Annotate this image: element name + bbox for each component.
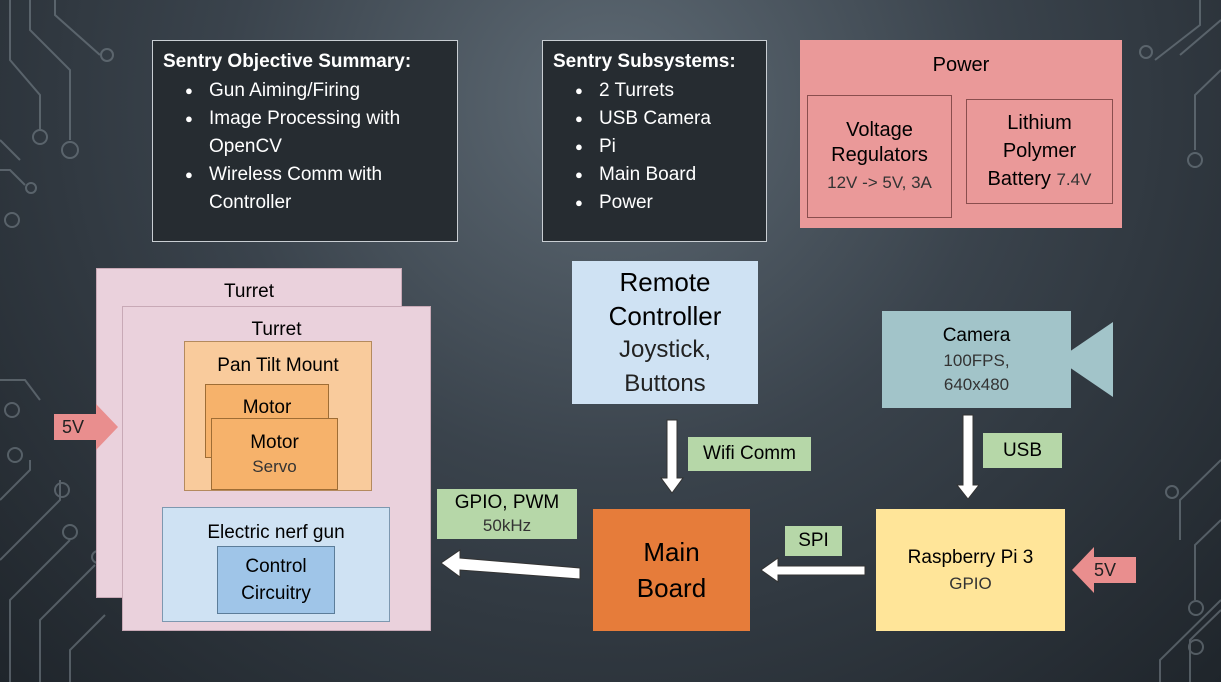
subsystem-item: Pi (575, 133, 766, 161)
gpio-pwm-label: GPIO, PWM 50kHz (437, 489, 577, 539)
camera-spec-fps: 100FPS, (943, 350, 1010, 370)
main-board-box: Main Board (593, 509, 750, 631)
pan-tilt-label: Pan Tilt Mount (217, 355, 339, 376)
control-label: Control Circuitry (241, 556, 311, 604)
subsystems-title: Sentry Subsystems: (553, 51, 736, 72)
spi-label: SPI (785, 526, 842, 556)
subsystem-item: Power (575, 189, 766, 217)
subsystem-item: 2 Turrets (575, 77, 766, 105)
gpio-title: GPIO, PWM (454, 492, 560, 513)
camera-lens-icon (1069, 322, 1113, 397)
subsystem-item: USB Camera (575, 105, 766, 133)
turret-back-label: Turret (224, 281, 274, 302)
power-input-right: 5V (1072, 547, 1136, 593)
regulators-spec: 12V -> 5V, 3A (827, 173, 932, 192)
regulators-title: Voltage Regulators (831, 119, 928, 166)
motor-label: Motor (250, 431, 299, 453)
summary-item: Gun Aiming/Firing (185, 77, 457, 105)
summary-item: Image Processing with OpenCV (185, 105, 449, 161)
subsystem-item: Main Board (575, 161, 766, 189)
motor-sub: Servo (252, 456, 297, 476)
pink-arrow-icon (1072, 547, 1136, 593)
turret-label: Turret (251, 319, 302, 340)
camera-spec-resolution: 640x480 (943, 374, 1010, 394)
summary-item: Wireless Comm with Controller (185, 161, 449, 217)
subsystems-box: Sentry Subsystems: 2 Turrets USB Camera … (542, 40, 767, 242)
pink-arrow-icon (54, 404, 118, 450)
remote-sub: Joystick, Buttons (618, 335, 711, 397)
pi-sub: GPIO (949, 574, 992, 593)
pi-title: Raspberry Pi 3 (907, 547, 1034, 568)
arrow-usb (955, 414, 981, 500)
main-board-label: Main Board (636, 537, 707, 603)
summary-title: Sentry Objective Summary: (163, 51, 412, 72)
battery-box: Lithium Polymer Battery 7.4V (966, 99, 1113, 204)
voltage-regulators-box: Voltage Regulators 12V -> 5V, 3A (807, 95, 952, 218)
power-input-left-label: 5V (62, 417, 85, 437)
arrow-spi (760, 557, 866, 583)
battery-title: Lithium Polymer Battery 7.4V (972, 109, 1107, 194)
nerf-gun-label: Electric nerf gun (207, 522, 345, 543)
power-box: Power Voltage Regulators 12V -> 5V, 3A L… (800, 40, 1122, 228)
objective-summary-box: Sentry Objective Summary: Gun Aiming/Fir… (152, 40, 458, 242)
turret-box: Turret Pan Tilt Mount Motor Motor Servo … (122, 306, 431, 631)
remote-controller-box: Remote Controller Joystick, Buttons (572, 261, 758, 404)
gpio-sub: 50kHz (482, 516, 532, 535)
usb-label: USB (983, 433, 1062, 468)
power-input-left: 5V (54, 404, 118, 450)
arrow-gpio (440, 549, 581, 580)
raspberry-pi-box: Raspberry Pi 3 GPIO (876, 509, 1065, 631)
camera-box: Camera 100FPS, 640x480 (882, 311, 1071, 408)
motor-box: Motor Servo (211, 418, 338, 490)
battery-title-text: Lithium Polymer Battery (987, 112, 1077, 190)
control-circuitry-box: Control Circuitry (217, 546, 335, 614)
nerf-gun-box: Electric nerf gun Control Circuitry (162, 507, 390, 622)
pan-tilt-mount-box: Pan Tilt Mount Motor Motor Servo (184, 341, 372, 491)
power-title: Power (932, 54, 990, 76)
motor-back-label: Motor (242, 397, 292, 418)
arrow-wifi (660, 419, 684, 494)
battery-spec: 7.4V (1056, 170, 1092, 189)
wifi-comm-label: Wifi Comm (688, 437, 811, 471)
camera-title: Camera (942, 324, 1011, 346)
remote-title: Remote Controller (608, 266, 722, 331)
power-input-right-label: 5V (1094, 560, 1117, 580)
